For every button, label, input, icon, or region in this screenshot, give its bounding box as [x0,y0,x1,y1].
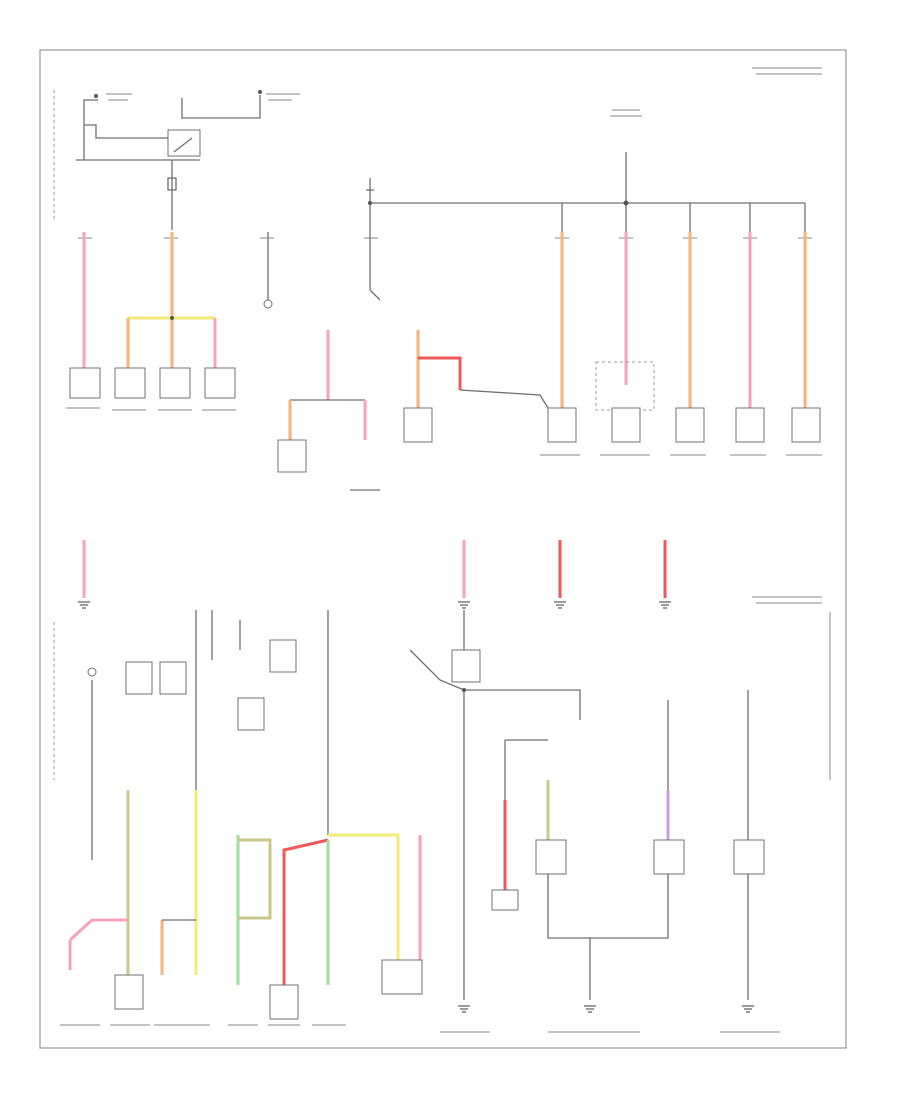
load-box-row2-5 [547,407,577,443]
load-box-row2-6 [611,407,641,443]
load-box-row2-8 [735,407,765,443]
relay-lower-right-2 [653,839,685,875]
relay-box-c [237,697,265,731]
branch-three-loads [126,316,217,368]
header-note-top-right [752,67,822,75]
load-box-row2-9 [791,407,821,443]
left-bottom-cluster [87,610,329,860]
label-placeholders [60,93,822,1033]
ground-row-middle [78,540,671,609]
relay-bottom-center [409,610,581,1000]
load-box-3 [159,367,191,399]
wire-red-bottom [282,838,329,985]
splice-bottom-left [87,667,97,677]
wire-yellow-2 [328,833,400,960]
relay-box-b [159,661,187,695]
middle-cluster [277,330,380,491]
fuse-top-left [167,160,177,230]
right-bottom-cluster [491,690,765,1000]
bottom-box-1 [114,974,144,1010]
right-middle-cluster [369,289,821,443]
load-box-2 [114,367,146,399]
wire-olive-2 [238,838,272,920]
relay-box-d [269,639,297,673]
diagram-frame [39,49,847,1049]
bottom-box-3 [381,959,423,995]
load-box-4 [204,367,236,399]
relay-box-a [125,661,153,695]
relay-lower-right-1 [535,839,567,875]
load-box-1 [69,367,101,399]
ignition-switch [76,90,262,161]
ground-row-bottom [458,960,754,1013]
wire-pink-bl [68,918,128,942]
header-note-middle-right [752,596,831,780]
main-bus-top [366,152,806,232]
load-box-row2-7 [675,407,705,443]
bottom-box-2 [269,984,299,1020]
splice-3 [263,299,273,309]
relay-lower-right-3 [733,839,765,875]
